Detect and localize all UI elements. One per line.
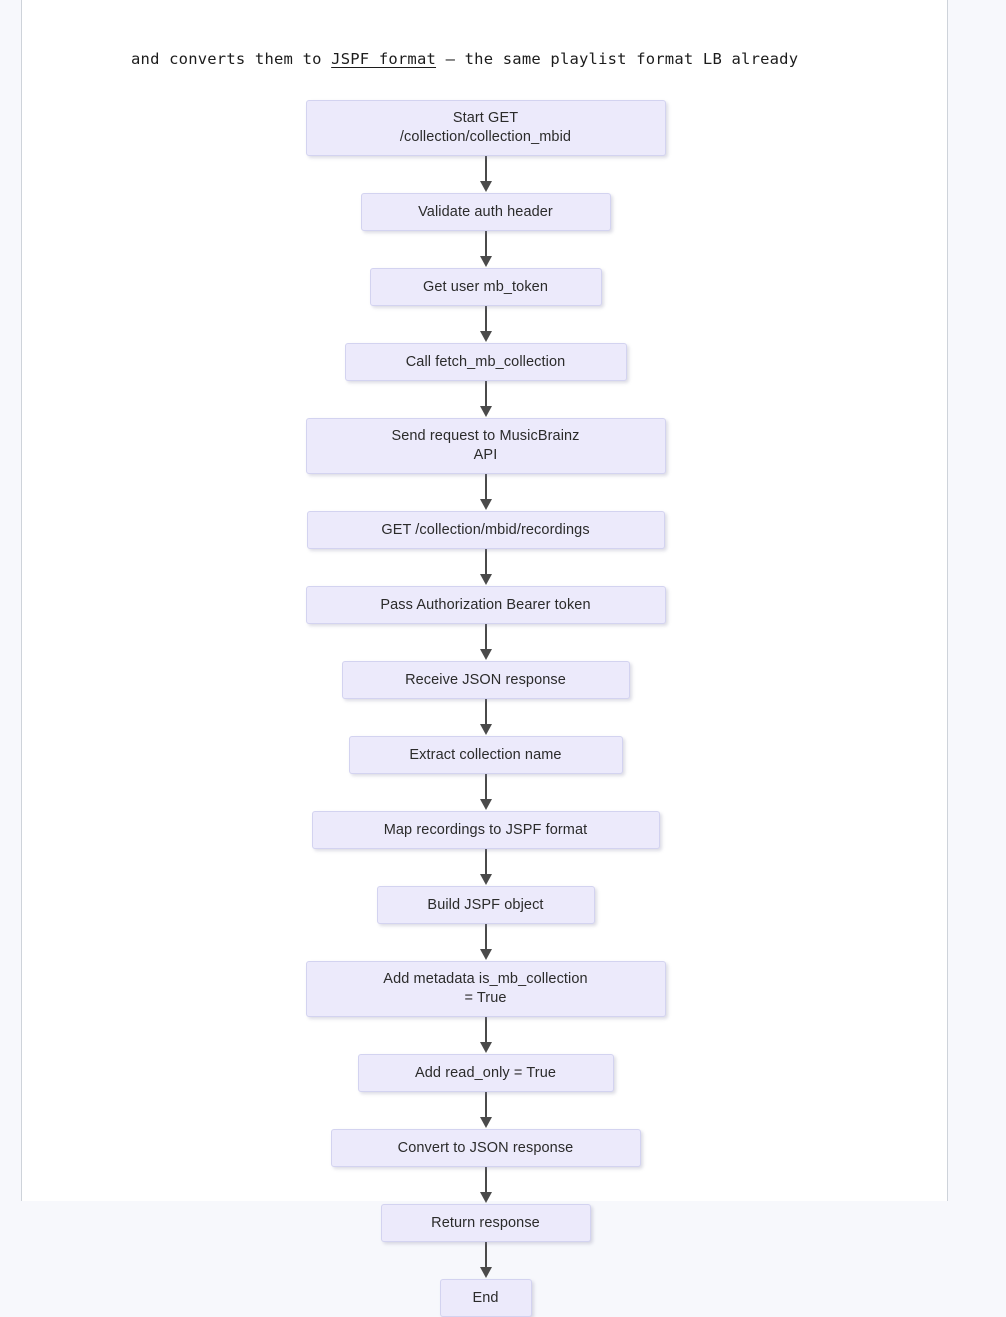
flow-row: Validate auth header xyxy=(22,193,949,231)
flow-connector-arrow xyxy=(22,924,949,961)
flow-node-receive-json[interactable]: Receive JSON response xyxy=(341,661,630,699)
flow-connector-arrow xyxy=(22,1092,949,1129)
flow-connector-arrow xyxy=(22,1017,949,1054)
flow-connector-arrow xyxy=(22,774,949,811)
jspf-format-link[interactable]: JSPF format xyxy=(331,49,437,68)
flow-row: Receive JSON response xyxy=(22,661,949,699)
flow-connector-arrow xyxy=(22,474,949,511)
flow-node-extract-name[interactable]: Extract collection name xyxy=(348,736,623,774)
flow-connector-arrow xyxy=(22,549,949,586)
flow-row: Start GET /collection/collection_mbid xyxy=(22,100,949,156)
flow-row: Convert to JSON response xyxy=(22,1129,949,1167)
flow-row: Get user mb_token xyxy=(22,268,949,306)
flow-connector-arrow xyxy=(22,156,949,193)
flow-row: Return response xyxy=(22,1204,949,1242)
flow-node-return-response[interactable]: Return response xyxy=(380,1204,591,1242)
flow-connector-arrow xyxy=(22,306,949,343)
flow-node-add-metadata[interactable]: Add metadata is_mb_collection = True xyxy=(305,961,666,1017)
flow-row: Map recordings to JSPF format xyxy=(22,811,949,849)
paragraph-text-after-link: – the same playlist format LB already xyxy=(436,49,799,68)
flow-node-build-jspf[interactable]: Build JSPF object xyxy=(376,886,595,924)
flow-node-start[interactable]: Start GET /collection/collection_mbid xyxy=(305,100,666,156)
flow-row: Pass Authorization Bearer token xyxy=(22,586,949,624)
flow-connector-arrow xyxy=(22,231,949,268)
flow-row: End xyxy=(22,1279,949,1317)
flow-row: Send request to MusicBrainz API xyxy=(22,418,949,474)
flow-node-convert-json[interactable]: Convert to JSON response xyxy=(330,1129,641,1167)
flow-node-end[interactable]: End xyxy=(439,1279,532,1317)
paragraph-text-before-link: and converts them to xyxy=(131,49,332,68)
flow-node-get-recordings[interactable]: GET /collection/mbid/recordings xyxy=(306,511,665,549)
document-page: and converts them to JSPF format – the s… xyxy=(21,0,949,1317)
flow-node-map-jspf[interactable]: Map recordings to JSPF format xyxy=(311,811,660,849)
flow-connector-arrow xyxy=(22,624,949,661)
flow-node-get-token[interactable]: Get user mb_token xyxy=(369,268,602,306)
flow-node-pass-bearer[interactable]: Pass Authorization Bearer token xyxy=(305,586,666,624)
flow-row: GET /collection/mbid/recordings xyxy=(22,511,949,549)
intro-paragraph: and converts them to JSPF format – the s… xyxy=(131,46,831,72)
flow-node-add-readonly[interactable]: Add read_only = True xyxy=(357,1054,614,1092)
flow-node-send-request[interactable]: Send request to MusicBrainz API xyxy=(305,418,666,474)
flow-connector-arrow xyxy=(22,1167,949,1204)
flow-connector-arrow xyxy=(22,699,949,736)
flow-connector-arrow xyxy=(22,849,949,886)
flow-row: Extract collection name xyxy=(22,736,949,774)
flow-node-validate-auth[interactable]: Validate auth header xyxy=(360,193,611,231)
flow-row: Add metadata is_mb_collection = True xyxy=(22,961,949,1017)
flow-row: Add read_only = True xyxy=(22,1054,949,1092)
flow-row: Build JSPF object xyxy=(22,886,949,924)
flow-node-call-fetch[interactable]: Call fetch_mb_collection xyxy=(344,343,627,381)
flow-row: Call fetch_mb_collection xyxy=(22,343,949,381)
flow-connector-arrow xyxy=(22,1242,949,1279)
flow-connector-arrow xyxy=(22,381,949,418)
